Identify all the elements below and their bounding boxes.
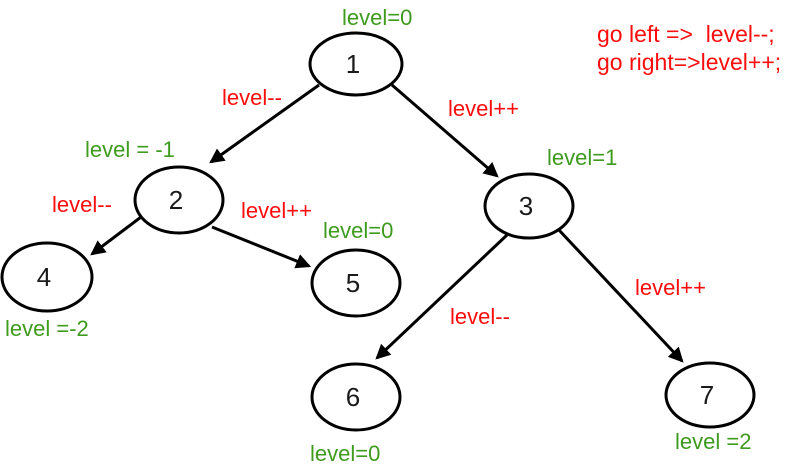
tree-node-7-value: 7	[700, 380, 714, 410]
tree-node-4-value: 4	[37, 262, 51, 292]
tree-node-2-ellipse	[133, 165, 225, 235]
label-edge-3-7: level++	[635, 275, 706, 300]
label-edge-2-4: level--	[52, 192, 112, 217]
tree-node-1-value: 1	[346, 49, 360, 79]
edge-2-5	[211, 225, 312, 269]
label-level-node4: level =-2	[5, 316, 89, 341]
edge-1-3	[391, 83, 499, 178]
label-level-node7: level =2	[675, 429, 751, 454]
label-level-node6: level=0	[310, 441, 380, 466]
label-level-node3: level=1	[547, 145, 617, 170]
tree-node-1: 1	[308, 31, 404, 97]
tree-node-6-value: 6	[346, 382, 360, 412]
tree-node-4: 4	[0, 241, 94, 313]
label-edge-1-2: level--	[222, 85, 282, 110]
label-edge-1-3: level++	[448, 96, 519, 121]
legend-go-right: go right=>level++;	[597, 49, 781, 75]
edge-3-6	[375, 233, 509, 360]
label-edge-2-5: level++	[241, 198, 312, 223]
tree-node-6-ellipse	[310, 362, 402, 432]
label-level-node5: level=0	[323, 218, 393, 243]
tree-node-5: 5	[310, 248, 402, 318]
label-edge-3-6: level--	[450, 304, 510, 329]
label-level-node2: level = -1	[85, 137, 175, 162]
edge-2-4	[90, 215, 142, 256]
tree-node-3-ellipse	[483, 172, 575, 240]
tree-node-2-value: 2	[169, 185, 183, 215]
tree-node-7-ellipse	[664, 361, 756, 429]
label-level-node1: level=0	[342, 5, 412, 30]
tree-node-7: 7	[664, 361, 756, 429]
tree-node-5-ellipse	[310, 248, 402, 318]
edge-3-7	[556, 227, 684, 363]
tree-node-3: 3	[483, 172, 575, 240]
tree-node-6: 6	[310, 362, 402, 432]
tree-node-2: 2	[133, 165, 225, 235]
tree-node-5-value: 5	[346, 268, 360, 298]
tree-node-3-value: 3	[519, 191, 533, 221]
tree-node-1-ellipse	[308, 31, 404, 97]
legend-go-left: go left => level--;	[597, 21, 775, 47]
edge-1-2	[209, 83, 320, 164]
tree-node-4-ellipse	[0, 241, 94, 313]
